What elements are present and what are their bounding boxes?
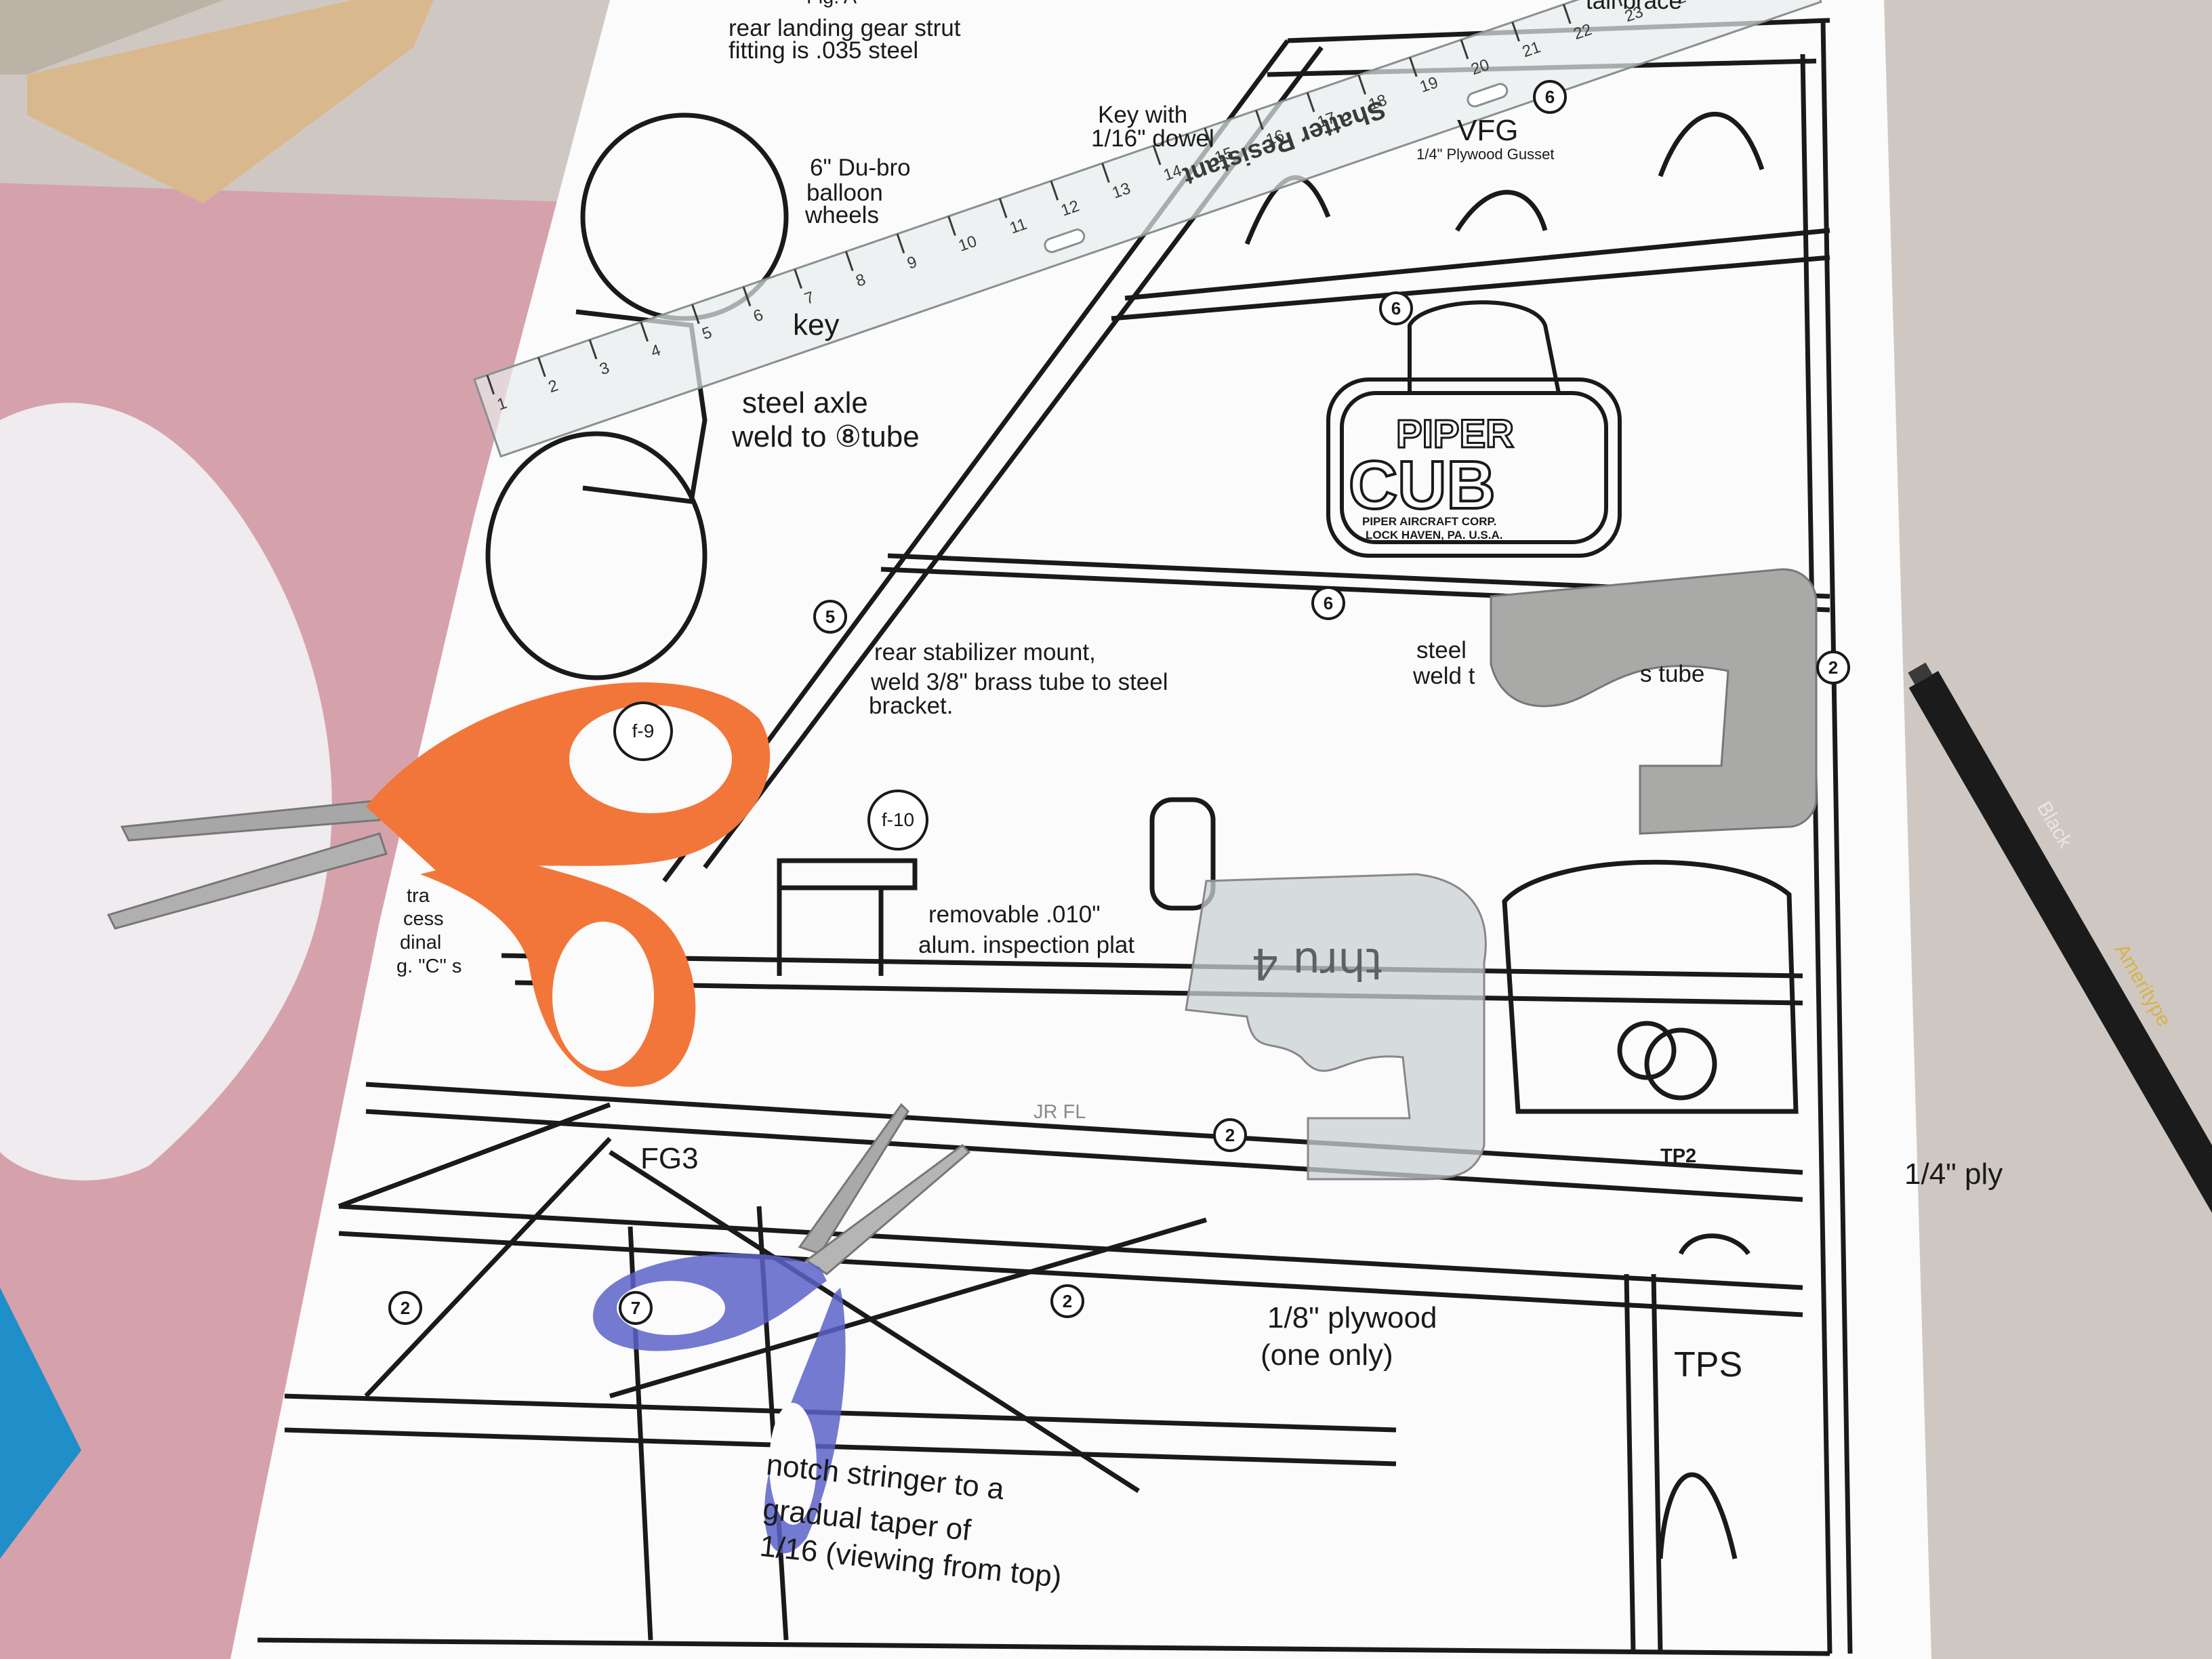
- aluminum-template: [1490, 568, 1818, 835]
- plywood-note-1: 1/8" plywood: [1267, 1301, 1437, 1334]
- quarter-ply-label: 1/4" ply: [1904, 1158, 2003, 1191]
- blue-shape: [0, 1288, 81, 1559]
- f10-label: f-10: [867, 790, 928, 851]
- side-note-1: tra: [407, 885, 430, 907]
- black-pencil: [1908, 662, 2212, 1275]
- circle-number: 2: [388, 1291, 422, 1325]
- key-dowel-2: 1/16" dowel: [1091, 125, 1214, 152]
- steel-label-2: weld t: [1413, 663, 1475, 689]
- wheels-label-3: wheels: [805, 202, 879, 228]
- tp2-label: TP2: [1660, 1145, 1697, 1167]
- key-label: key: [793, 308, 840, 342]
- blue-scissors: [592, 1103, 971, 1554]
- fg3-label: FG3: [640, 1142, 699, 1175]
- key-dowel-1: Key with: [1098, 102, 1188, 128]
- tube-label: s tube: [1640, 661, 1705, 687]
- graph-paper-template: [1185, 873, 1487, 1181]
- strut-note-2: fitting is .035 steel: [729, 37, 919, 64]
- vfg-label: VFG: [1457, 114, 1519, 147]
- circle-number: 2: [1816, 651, 1850, 684]
- stab-note-1: rear stabilizer mount,: [874, 639, 1096, 665]
- tissue-paper: [0, 403, 332, 1181]
- side-note-2: cess: [403, 908, 444, 930]
- circle-number: 2: [1213, 1118, 1247, 1152]
- logo-piper: PIPER: [1396, 412, 1514, 456]
- strut-note-1: rear landing gear strut: [729, 15, 961, 41]
- handwritten-note: JR FL: [1033, 1101, 1086, 1123]
- logo-small-2: LOCK HAVEN, PA. U.S.A.: [1366, 529, 1502, 541]
- steel-label-1: steel: [1416, 637, 1467, 663]
- side-note-3: dinal: [400, 932, 442, 954]
- ruler: Shatter Resistant 1234567891011121314151…: [473, 0, 1822, 458]
- stab-note-2: weld 3/8" brass tube to steel: [871, 669, 1168, 695]
- side-note-4: g. "C" s: [396, 956, 462, 977]
- inspection-note-2: alum. inspection plat: [918, 932, 1135, 958]
- tps-label: TPS: [1674, 1345, 1743, 1385]
- circle-number: 6: [1379, 291, 1413, 325]
- inspection-note-1: removable .010": [928, 901, 1101, 928]
- stab-note-3: bracket.: [869, 693, 954, 719]
- tail-brace-label: tail brace: [1586, 0, 1683, 14]
- piper-cub-logo: [1326, 300, 1622, 558]
- plywood-note-2: (one only): [1261, 1338, 1393, 1372]
- wheels-label-2: balloon: [806, 180, 883, 206]
- circle-number: 2: [1050, 1284, 1084, 1318]
- circle-number: 5: [813, 600, 847, 634]
- f9-label: f-9: [613, 701, 673, 761]
- circle-number: 6: [1533, 80, 1567, 114]
- template-handwriting: thru 4: [1251, 938, 1382, 988]
- circle-number: 6: [1311, 586, 1345, 620]
- plan-paper: [230, 0, 1931, 1659]
- logo-cub: CUB: [1349, 447, 1496, 523]
- balsa-wood-block: [27, 0, 434, 203]
- axle-label-2: weld to ⑧tube: [732, 420, 920, 453]
- fig-a-label: Fig. A: [806, 0, 857, 9]
- wheels-label-1: 6" Du-bro: [810, 155, 911, 181]
- circle-number: 7: [619, 1291, 653, 1325]
- logo-small-1: PIPER AIRCRAFT CORP.: [1362, 515, 1496, 528]
- axle-label-1: steel axle: [742, 386, 868, 419]
- vfg-sub-label: 1/4" Plywood Gusset: [1416, 146, 1555, 163]
